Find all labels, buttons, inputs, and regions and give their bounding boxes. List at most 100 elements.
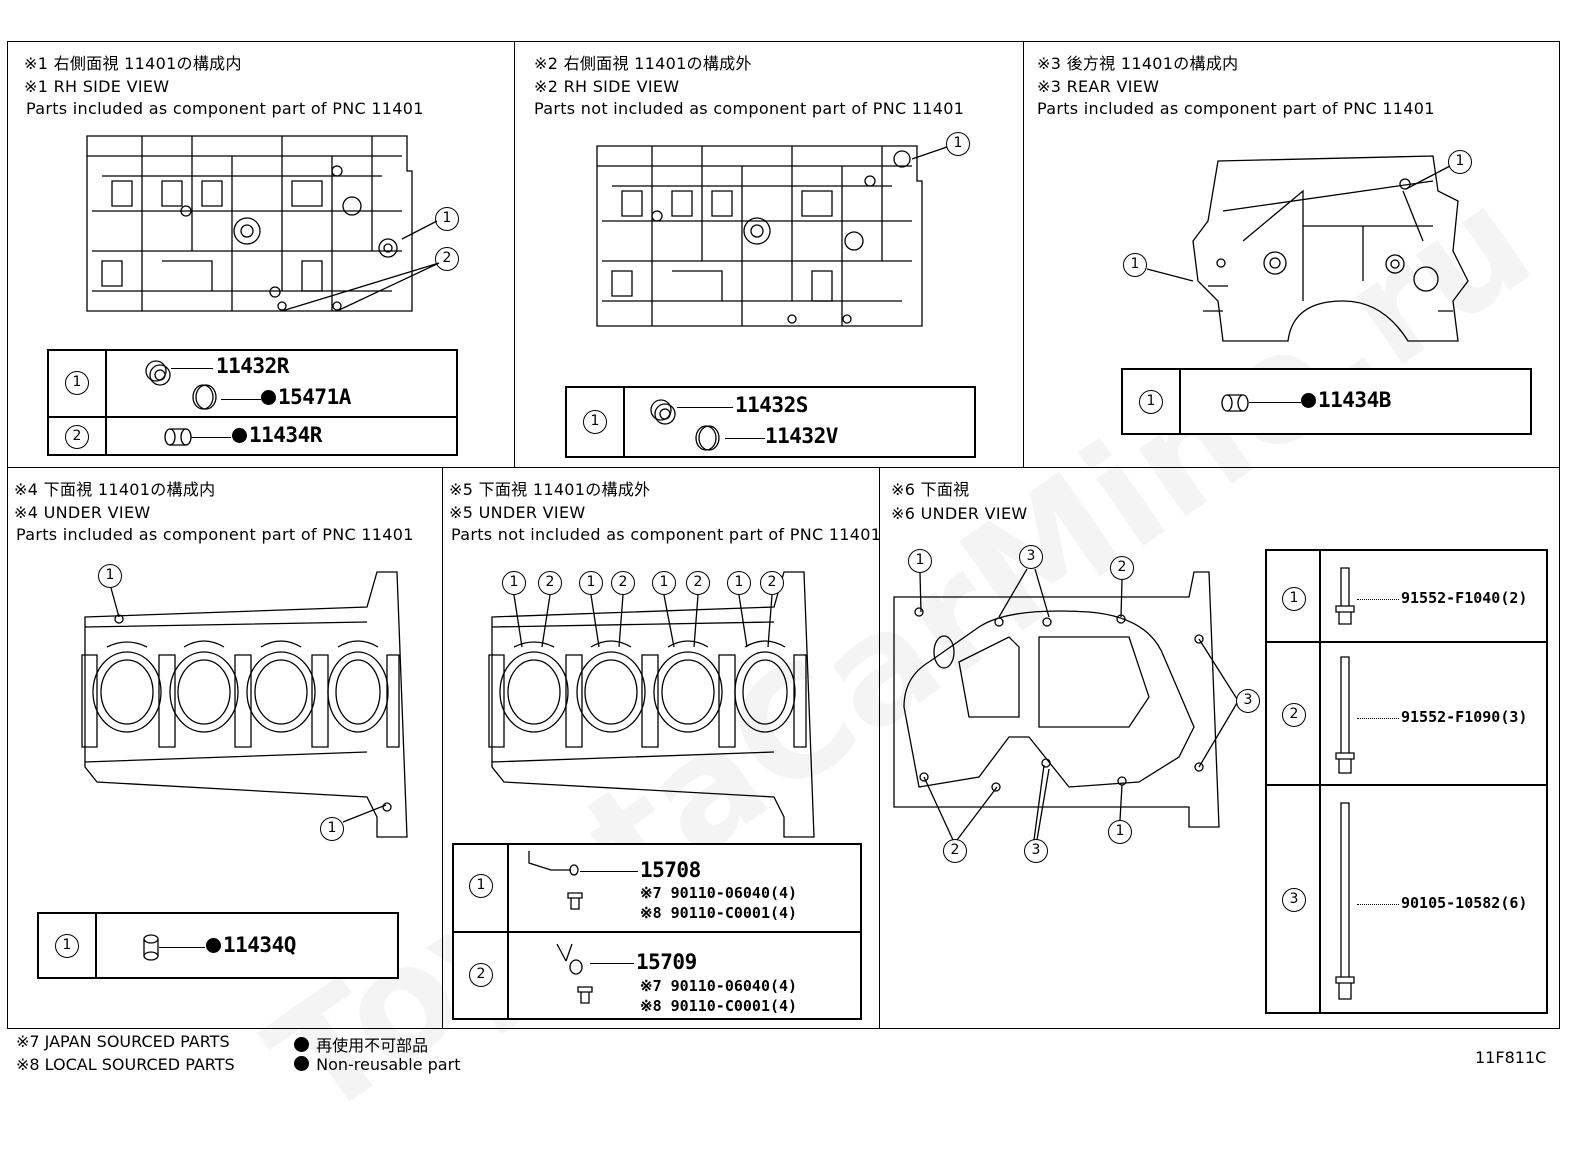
callout-1: 1 [1108,820,1132,844]
row-index-cell: 1 [1123,370,1181,435]
ring-icon [695,425,720,451]
leader [221,399,261,400]
panel-title-en: ※5 UNDER VIEW [449,503,586,522]
callout-2: 2 [686,571,710,595]
panel-description: Parts included as component part of PNC … [16,525,414,544]
leader [171,368,213,369]
panel-under-view-bolts: ※6 下面視 ※6 UNDER VIEW 1 3 2 3 2 3 1 1 915… [879,467,1560,1029]
row-index-cell: 1 [454,845,509,931]
row-index-cell: 2 [454,933,509,1020]
bolt-icon [567,892,583,910]
legend-text: 再使用不可部品 [316,1036,429,1055]
callout-2: 2 [611,571,635,595]
callout-1: 1 [1123,253,1147,277]
legend-text: Non-reusable part [316,1055,461,1074]
callout-1: 1 [502,571,526,595]
callout-1: 1 [583,410,607,434]
panel-title-jp: ※2 右側面視 11401の構成外 [534,54,752,73]
panel-description: Parts not included as component part of … [534,99,965,118]
non-reusable-dot-icon [1301,393,1316,408]
row-index-cell: 1 [1267,551,1321,641]
plug-icon [145,360,171,386]
part-number: 15709 [636,950,697,974]
callout-3: 3 [1282,888,1306,912]
bolt-icon [1335,567,1355,625]
bolt-row-3: 3 90105-10582(6) [1267,784,1546,1014]
parts-table: 1 11432S 11432V [565,386,976,458]
part-number-sub: ※7 90110-06040(4) [640,977,798,995]
bolt-part-number: 90105-10582(6) [1401,894,1528,912]
panel-title-jp: ※5 下面視 11401の構成外 [449,480,651,499]
panel-title-en: ※2 RH SIDE VIEW [534,77,680,96]
callout-2: 2 [760,571,784,595]
bolt-icon [1335,802,1355,1000]
callout-2: 2 [1282,703,1306,727]
callout-1: 1 [55,934,79,958]
part-number-text: 11434B [1318,388,1391,412]
bolt-part-number: 91552-F1040(2) [1401,589,1528,607]
oil-jet-icon [528,851,579,876]
leader [580,871,638,872]
panel-description: Parts included as component part of PNC … [26,99,424,118]
leader [1249,402,1301,403]
lower-crankcase-drawing [893,571,1220,828]
leader-lines [919,568,1238,841]
dowel-pin-icon [1221,394,1249,412]
callout-1: 1 [320,817,344,841]
row-index-cell: 1 [567,388,625,458]
callout-1: 1 [727,571,751,595]
parts-row-1: 1 11434Q [39,914,397,979]
panel-title-en: ※4 UNDER VIEW [14,503,151,522]
panel-under-view-not-included: ※5 下面視 11401の構成外 ※5 UNDER VIEW Parts not… [442,467,882,1029]
part-number: 15708 [640,858,701,882]
parts-table: 1 11434B [1121,368,1532,435]
parts-row-2: 2 11434R [49,416,456,456]
part-number-text: 11434Q [223,933,296,957]
callout-3: 3 [1236,689,1260,713]
panel-description: Parts included as component part of PNC … [1037,99,1435,118]
leader-lines [1146,165,1451,282]
callout-2: 2 [65,425,89,449]
part-number: 11432S [735,393,808,417]
non-reusable-dot-icon [294,1037,309,1052]
parts-table: 1 15708 ※7 90110-06040(4) ※8 90110-C0001… [452,843,862,1020]
callout-2: 2 [435,247,459,271]
divider-v2 [1023,41,1024,468]
panel-title-en: ※3 REAR VIEW [1037,77,1160,96]
engine-block-rh-side-drawing [596,145,923,327]
row-index-cell: 2 [1267,643,1321,784]
leader-lines [281,220,440,312]
callout-1: 1 [908,549,932,573]
part-number: 11434R [232,423,322,447]
panel-rear-view: ※3 後方視 11401の構成内 ※3 REAR VIEW Parts incl… [1023,41,1560,467]
dowel-pin-icon [164,428,192,446]
part-number: 11432V [765,424,838,448]
divider-v3 [442,467,443,1029]
bolt-row-1: 1 91552-F1040(2) [1267,551,1546,641]
callout-3: 3 [1024,839,1048,863]
leader [1357,718,1399,719]
parts-row-1: 1 11434B [1123,370,1530,435]
ring-icon [192,384,217,410]
bolt-part-number: 91552-F1090(3) [1401,708,1528,726]
callout-2: 2 [538,571,562,595]
legend-non-reusable-en: Non-reusable part [294,1055,460,1074]
diagram-id: 11F811C [1475,1048,1547,1067]
panel-title-en: ※1 RH SIDE VIEW [24,77,170,96]
panel-title-jp: ※1 右側面視 11401の構成内 [24,54,242,73]
panel-under-view-included: ※4 下面視 11401の構成内 ※4 UNDER VIEW Parts inc… [7,467,442,1029]
panel-description: Parts not included as component part of … [451,525,882,544]
legend-local-sourced: ※8 LOCAL SOURCED PARTS [16,1055,235,1074]
part-number: 11432R [216,354,289,378]
panel-title-jp: ※6 下面視 [891,480,970,499]
panel-title-jp: ※4 下面視 11401の構成内 [14,480,216,499]
row-index-cell: 3 [1267,786,1321,1014]
divider-v4 [879,467,880,1029]
row-index-cell: 1 [39,914,97,979]
leader [590,963,634,964]
leader [159,947,205,948]
part-number: 11434B [1301,388,1391,412]
dowel-pin-icon [143,934,159,961]
callout-2: 2 [469,963,493,987]
engine-block-rh-side-drawing [86,135,413,312]
